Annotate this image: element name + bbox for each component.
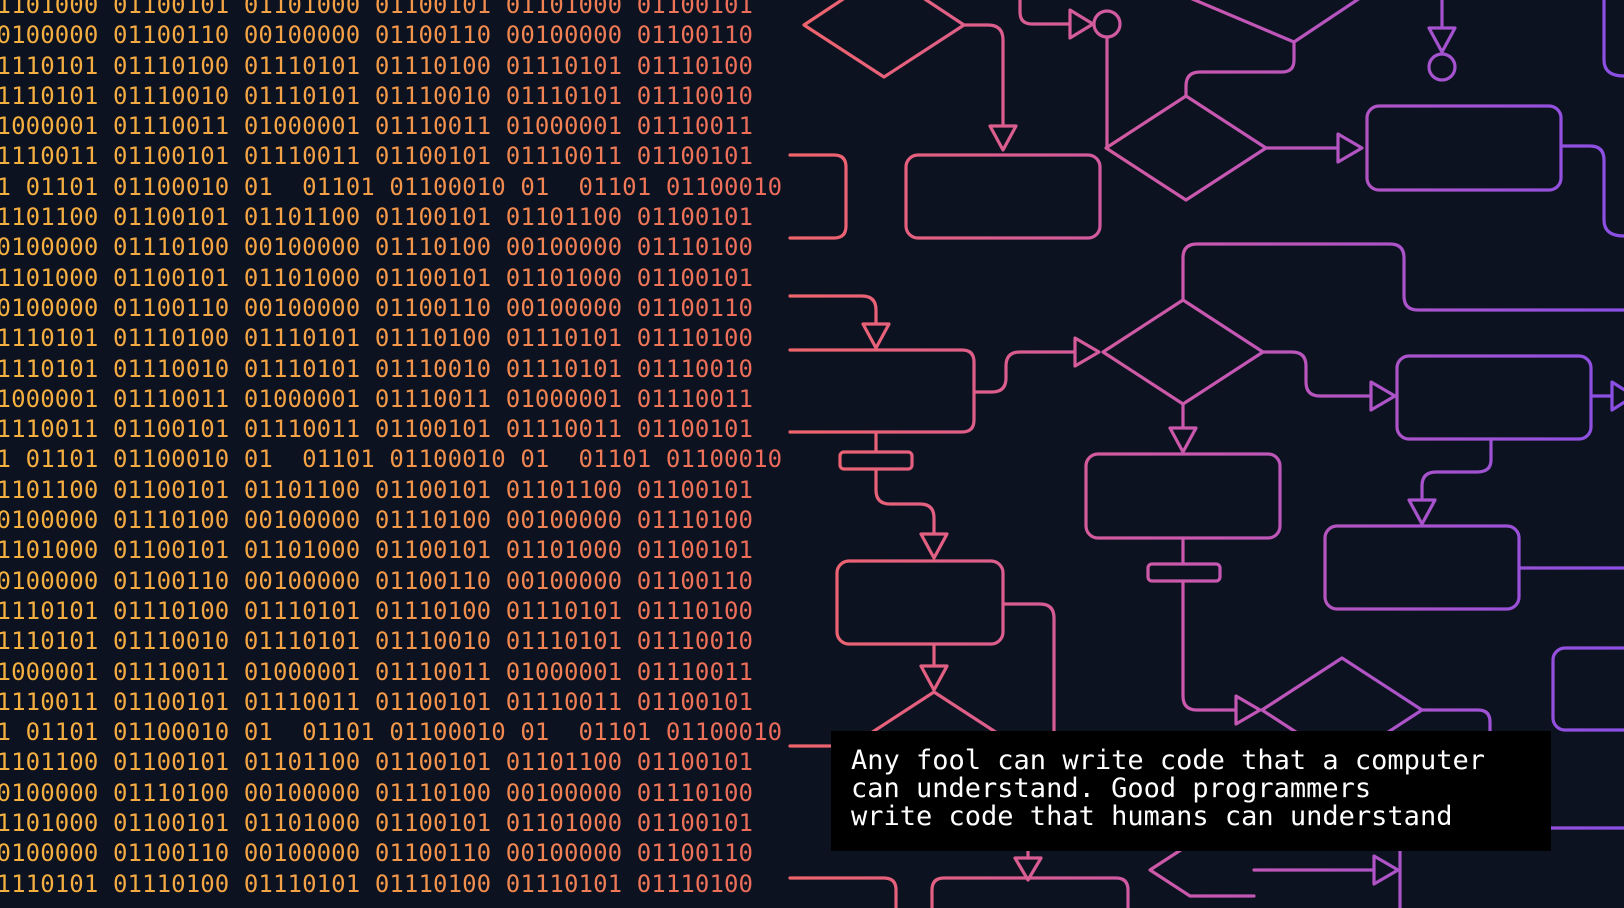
flow-connector — [788, 294, 878, 324]
flow-arrow — [1013, 856, 1043, 882]
flow-connector — [1420, 437, 1493, 500]
flow-arrow — [919, 532, 949, 560]
quote-box: Any fool can write code that a computer … — [831, 731, 1551, 851]
flow-connector — [1559, 144, 1624, 238]
flow-connector — [1184, 40, 1296, 98]
quote-line-2: can understand. Good programmers — [851, 773, 1372, 804]
flow-arrow — [988, 124, 1018, 152]
flow-arrow — [919, 664, 949, 692]
flow-process-box — [835, 559, 1005, 646]
flow-connector — [1602, 0, 1624, 78]
flow-arrow — [1427, 26, 1457, 54]
flow-process-box — [1323, 524, 1521, 611]
flow-process-box — [904, 153, 1102, 240]
flow-connector — [972, 350, 1077, 394]
flow-arrow — [1372, 854, 1400, 886]
flow-decision-top-left — [802, 0, 966, 79]
flow-process-box — [1395, 354, 1593, 441]
flow-connector — [1001, 602, 1056, 742]
flow-arrow — [861, 322, 891, 350]
flow-connector-bar — [838, 450, 914, 471]
quote-line-1: Any fool can write code that a computer — [851, 745, 1485, 776]
flow-arrow — [1336, 132, 1364, 164]
flow-process-box — [1365, 104, 1563, 192]
flow-connector — [1018, 0, 1072, 26]
quote-line-3: write code that humans can understand — [851, 801, 1453, 832]
flow-decision — [1101, 298, 1265, 406]
flow-arrow — [1369, 380, 1397, 412]
flow-connector — [1181, 242, 1624, 312]
flow-process-box — [788, 876, 898, 908]
flow-decision — [852, 690, 1016, 746]
flow-terminal-circle — [1092, 9, 1122, 39]
flow-arrow — [1610, 380, 1624, 412]
flow-arrow — [1068, 8, 1095, 40]
flow-process-box — [788, 153, 848, 240]
flow-process-box — [1551, 646, 1624, 732]
flow-decision-top — [1190, 0, 1360, 44]
flow-decision — [1148, 842, 1256, 898]
flow-arrow — [1073, 336, 1101, 368]
flow-connector — [874, 467, 936, 534]
flow-connector — [1261, 350, 1373, 398]
flow-process-box — [788, 348, 976, 434]
flow-arrow — [1407, 498, 1437, 526]
flow-process-box — [930, 876, 1130, 908]
flow-process-box — [1084, 452, 1282, 540]
flow-connector — [1105, 35, 1110, 148]
flow-decision — [1104, 94, 1268, 202]
flow-connector — [962, 23, 1005, 126]
flow-arrow — [1234, 694, 1262, 726]
flow-connector — [1181, 579, 1238, 712]
flow-terminal-circle — [1427, 52, 1457, 82]
binary-code-text: 01101000 01100101 01101000 01100101 0110… — [0, 0, 795, 899]
flow-arrow — [1168, 426, 1198, 454]
flow-connector-bar — [1146, 562, 1222, 583]
flow-connector — [1420, 708, 1492, 742]
binary-code-panel: 01101000 01100101 01101000 01100101 0110… — [0, 0, 795, 908]
